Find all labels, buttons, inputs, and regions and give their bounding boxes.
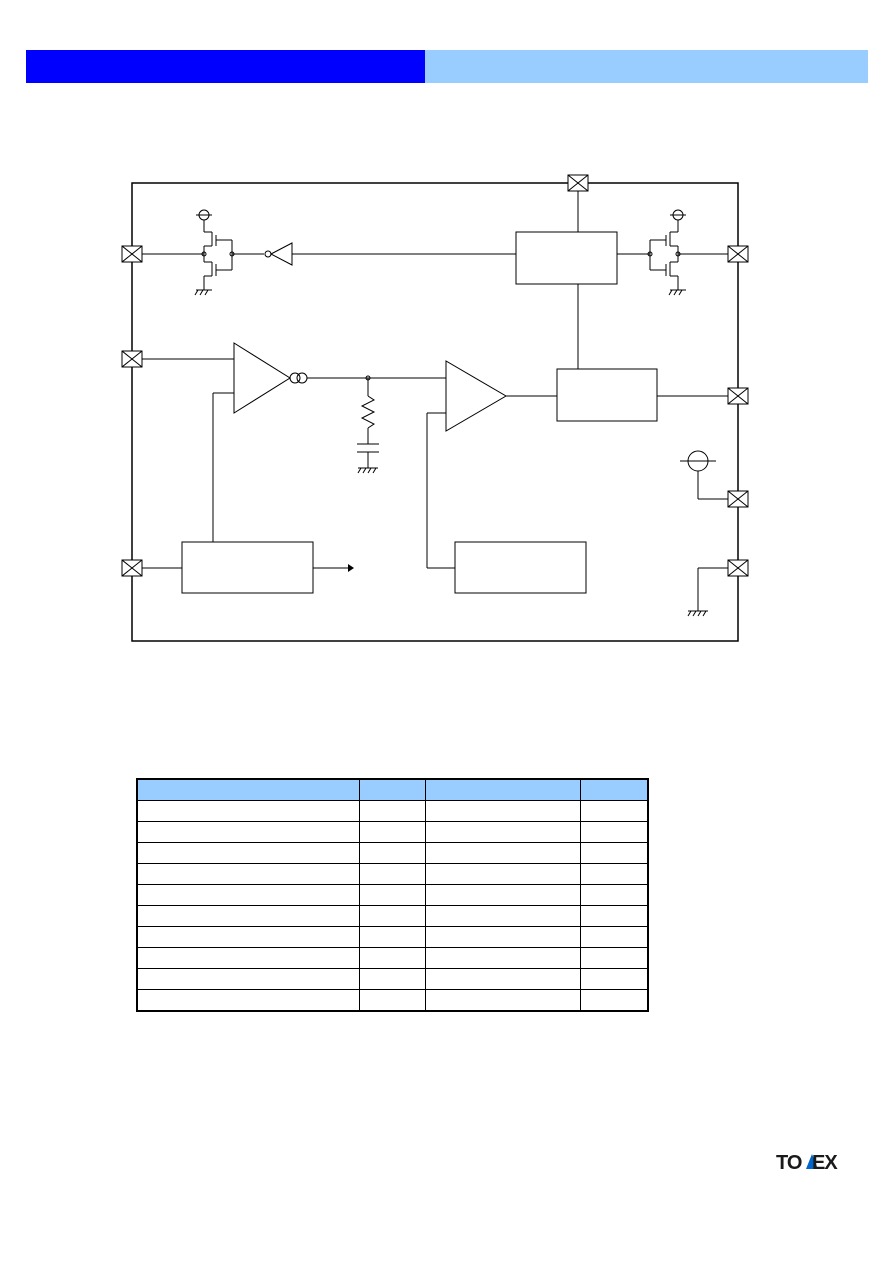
vref-block xyxy=(454,541,587,594)
spec-table xyxy=(136,778,649,1012)
table-cell xyxy=(359,926,426,948)
comparator-2 xyxy=(426,360,557,569)
table-header-cell xyxy=(359,778,426,801)
ground-icon xyxy=(687,567,728,617)
table-cell xyxy=(580,821,649,843)
pin-left-2 xyxy=(121,350,143,368)
table-cell xyxy=(359,863,426,885)
table-cell xyxy=(425,947,581,969)
table-cell xyxy=(425,842,581,864)
table-header-cell xyxy=(580,778,649,801)
table-cell xyxy=(425,905,581,927)
table-cell xyxy=(359,800,426,822)
pin-right-1 xyxy=(727,245,749,263)
table-cell xyxy=(136,947,360,969)
table-cell xyxy=(425,968,581,990)
table-cell xyxy=(136,821,360,843)
table-cell xyxy=(136,800,360,822)
table-cell xyxy=(359,884,426,906)
table-cell xyxy=(359,968,426,990)
chip-outline xyxy=(131,182,739,642)
table-row xyxy=(136,989,649,1012)
table-cell xyxy=(359,842,426,864)
table-cell xyxy=(136,842,360,864)
header-bar xyxy=(26,50,868,83)
table-cell xyxy=(580,926,649,948)
table-row xyxy=(136,926,649,948)
table-cell xyxy=(359,821,426,843)
table-row xyxy=(136,842,649,864)
table-cell xyxy=(580,884,649,906)
table-cell xyxy=(136,926,360,948)
inverter-icon xyxy=(232,242,516,266)
table-cell xyxy=(359,947,426,969)
table-cell xyxy=(425,863,581,885)
table-cell xyxy=(580,947,649,969)
table-cell xyxy=(580,989,649,1012)
table-cell xyxy=(425,926,581,948)
table-row xyxy=(136,968,649,990)
pin-right-3 xyxy=(727,490,749,508)
table-cell xyxy=(136,968,360,990)
table-cell xyxy=(425,821,581,843)
table-cell xyxy=(136,989,360,1012)
error-amplifier-1 xyxy=(142,342,446,542)
table-row xyxy=(136,863,649,885)
table-cell xyxy=(359,905,426,927)
current-source-icon xyxy=(680,450,728,500)
table-header-cell xyxy=(136,778,360,801)
table-row xyxy=(136,947,649,969)
table-row xyxy=(136,884,649,906)
table-cell xyxy=(425,800,581,822)
table-cell xyxy=(580,863,649,885)
block-diagram xyxy=(121,174,749,642)
table-cell xyxy=(580,800,649,822)
table-cell xyxy=(425,989,581,1012)
pin-right-4 xyxy=(727,559,749,577)
table-cell xyxy=(136,905,360,927)
table-row xyxy=(136,821,649,843)
pin-top xyxy=(567,174,589,192)
table-cell xyxy=(136,863,360,885)
pwm-block xyxy=(556,368,658,422)
svg-text:TO: TO xyxy=(776,1152,802,1173)
rc-network xyxy=(357,378,379,474)
left-mosfet-pair xyxy=(142,209,235,296)
table-row xyxy=(136,800,649,822)
header-bar-left xyxy=(26,50,425,83)
torex-logo: TO EX xyxy=(776,1152,839,1173)
control-logic-block xyxy=(515,231,618,285)
table-cell xyxy=(425,884,581,906)
table-cell xyxy=(136,884,360,906)
table-cell xyxy=(580,968,649,990)
table-cell xyxy=(359,989,426,1012)
arrow-icon xyxy=(348,564,354,572)
table-cell xyxy=(580,905,649,927)
header-bar-right xyxy=(425,50,868,83)
pin-left-1 xyxy=(121,245,143,263)
table-header-row xyxy=(136,778,649,801)
svg-text:EX: EX xyxy=(812,1152,838,1173)
pin-right-2 xyxy=(727,387,749,405)
table-header-cell xyxy=(425,778,581,801)
right-mosfet-pair xyxy=(617,209,728,296)
reference-block xyxy=(181,541,314,594)
pin-left-3 xyxy=(121,559,143,577)
table-row xyxy=(136,905,649,927)
table-cell xyxy=(580,842,649,864)
